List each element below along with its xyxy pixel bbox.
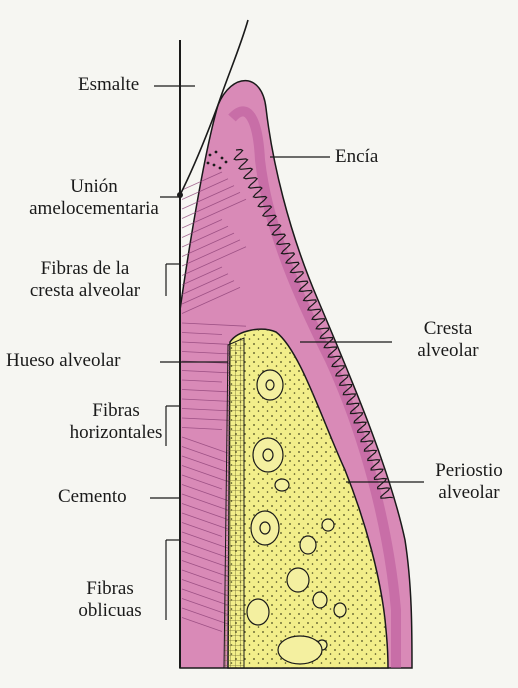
- label-fibras-horizontales: Fibras horizontales: [52, 400, 180, 444]
- label-fibras-cresta: Fibras de la cresta alveolar: [6, 258, 164, 302]
- label-cresta-alveolar: Cresta alveolar: [396, 318, 500, 362]
- label-periostio-alveolar: Periostio alveolar: [420, 460, 518, 504]
- label-cemento: Cemento: [58, 486, 127, 508]
- label-esmalte: Esmalte: [78, 74, 139, 96]
- label-encia: Encía: [335, 146, 378, 168]
- cementum-grid: [224, 338, 244, 668]
- label-union-amelocementaria: Unión amelocementaria: [16, 176, 172, 220]
- label-fibras-oblicuas: Fibras oblicuas: [60, 578, 160, 622]
- label-hueso-alveolar: Hueso alveolar: [6, 350, 120, 372]
